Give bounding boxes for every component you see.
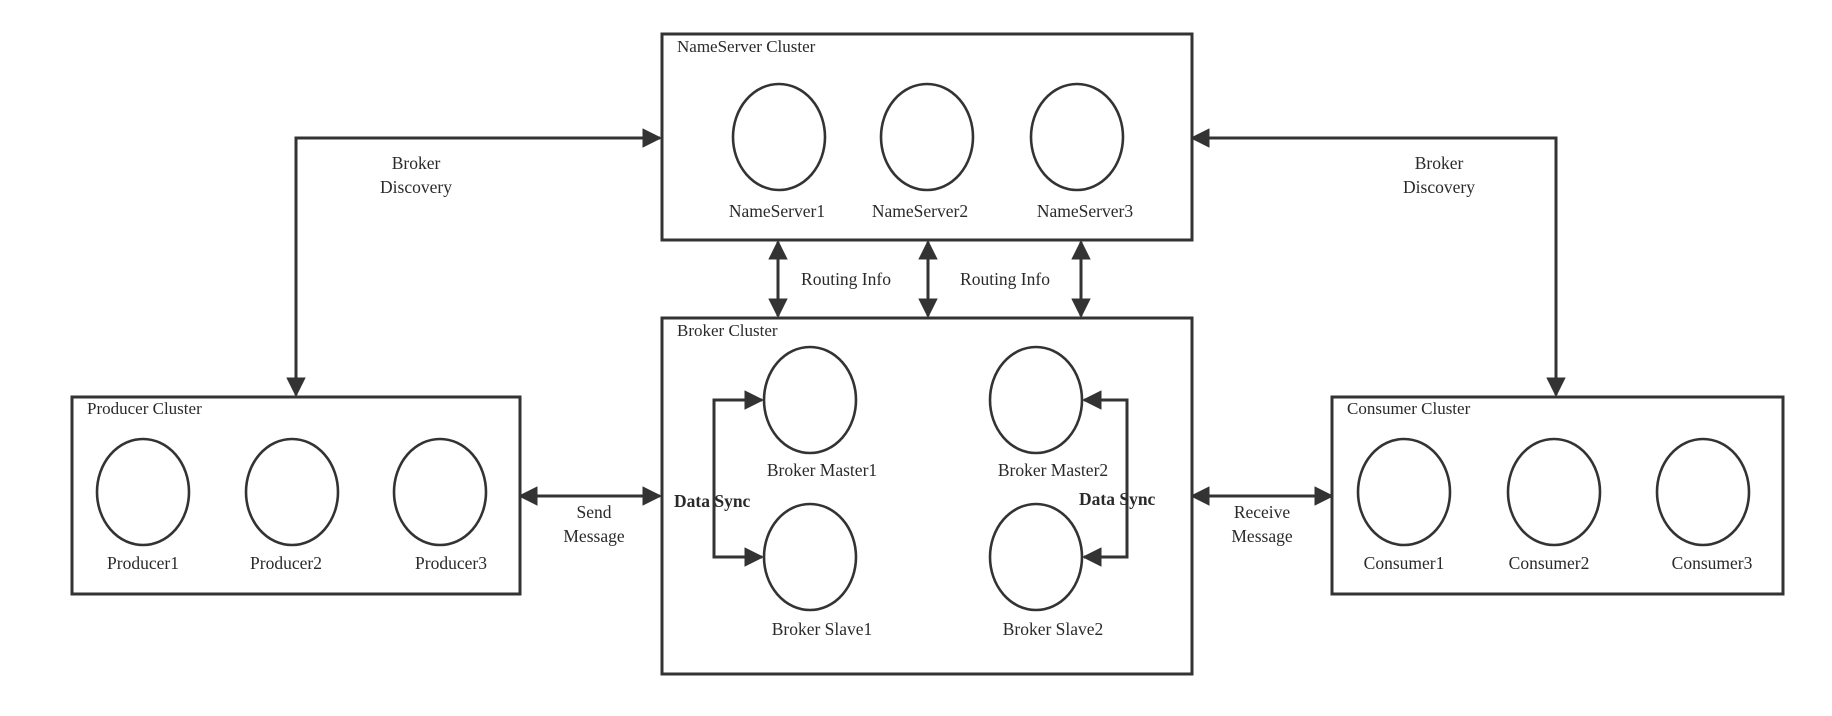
producer2-node — [244, 437, 340, 547]
send-message-label-line1: Send — [577, 502, 612, 522]
broker-master2-node — [988, 345, 1084, 455]
data-sync-right-label: Data Sync — [1079, 489, 1156, 509]
routing-info-label-2: Routing Info — [960, 269, 1050, 289]
broker-slave1-node — [762, 502, 858, 612]
producer3-label: Producer3 — [415, 553, 487, 573]
nameserver2-node — [879, 82, 975, 192]
nameserver2-label: NameServer2 — [872, 201, 968, 221]
edge-labels: Broker Discovery Broker Discovery Routin… — [380, 153, 1475, 546]
nameserver1-label: NameServer1 — [729, 201, 825, 221]
broker-slave2-label: Broker Slave2 — [1003, 619, 1104, 639]
nameserver-cluster-title: NameServer Cluster — [677, 37, 816, 56]
consumer1-label: Consumer1 — [1364, 553, 1445, 573]
broker-master2-label: Broker Master2 — [998, 460, 1108, 480]
broker-discovery-left-label-line1: Broker — [392, 153, 441, 173]
producer-cluster: Producer Cluster Producer1 Producer2 Pro… — [70, 395, 522, 596]
consumer-cluster: Consumer Cluster Consumer1 Consumer2 Con… — [1330, 395, 1785, 596]
data-sync-left-label: Data Sync — [674, 491, 751, 511]
connectors — [286, 128, 1566, 506]
producer-cluster-title: Producer Cluster — [87, 399, 202, 418]
nameserver3-label: NameServer3 — [1037, 201, 1133, 221]
producer3-node — [392, 437, 488, 547]
broker-cluster-title: Broker Cluster — [677, 321, 778, 340]
receive-message-label-line1: Receive — [1234, 502, 1291, 522]
data-sync-left-arrow — [712, 390, 764, 567]
consumer3-node — [1655, 437, 1751, 547]
producer1-node — [95, 437, 191, 547]
broker-slave2-node — [988, 502, 1084, 612]
consumer3-label: Consumer3 — [1672, 553, 1753, 573]
broker-master1-node — [762, 345, 858, 455]
broker-cluster: Broker Cluster Broker Master1 Broker Mas… — [660, 316, 1194, 676]
consumer1-node — [1356, 437, 1452, 547]
nameserver-cluster: NameServer Cluster NameServer1 NameServe… — [660, 32, 1194, 242]
broker-discovery-right-arrow — [1190, 128, 1566, 397]
producer1-label: Producer1 — [107, 553, 179, 573]
broker-master1-label: Broker Master1 — [767, 460, 877, 480]
producer2-label: Producer2 — [250, 553, 322, 573]
broker-discovery-left-arrow — [286, 128, 662, 397]
broker-discovery-right-label-line2: Discovery — [1403, 177, 1475, 197]
consumer2-label: Consumer2 — [1509, 553, 1590, 573]
routing-info-label-1: Routing Info — [801, 269, 891, 289]
send-message-label-line2: Message — [563, 526, 624, 546]
broker-slave1-label: Broker Slave1 — [772, 619, 873, 639]
broker-discovery-left-label-line2: Discovery — [380, 177, 452, 197]
consumer2-node — [1506, 437, 1602, 547]
receive-message-label-line2: Message — [1231, 526, 1292, 546]
consumer-cluster-title: Consumer Cluster — [1347, 399, 1471, 418]
nameserver1-node — [731, 82, 827, 192]
nameserver3-node — [1029, 82, 1125, 192]
broker-discovery-right-label-line1: Broker — [1415, 153, 1464, 173]
data-sync-right-arrow — [1082, 390, 1129, 567]
